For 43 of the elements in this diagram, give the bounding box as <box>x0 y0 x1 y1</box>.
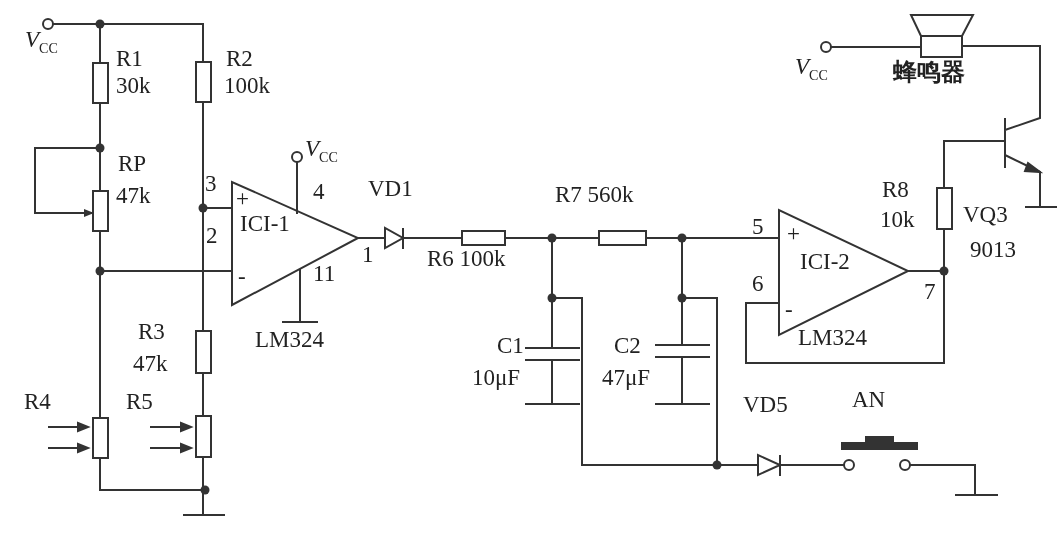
circuit-label: 9013 <box>970 238 1016 261</box>
circuit-label: R8 <box>882 178 909 201</box>
circuit-label: AN <box>852 388 886 411</box>
circuit-label: V$_{CC}$ <box>795 55 828 83</box>
circuit-label: 10k <box>880 208 915 231</box>
circuit-label: 6 <box>752 272 764 295</box>
circuit-label: R4 <box>24 390 51 413</box>
circuit-label: + <box>236 187 249 210</box>
circuit-label: 2 <box>206 224 218 247</box>
circuit-label: 47k <box>116 184 151 207</box>
circuit-label: - <box>238 265 246 288</box>
circuit-label: LM324 <box>255 328 324 351</box>
circuit-label: C2 <box>614 334 641 357</box>
circuit-label: ICI-2 <box>800 250 850 273</box>
circuit-label: 30k <box>116 74 151 97</box>
circuit-label: 1 <box>362 243 374 266</box>
circuit-label: 47μF <box>602 366 651 389</box>
circuit-label: - <box>785 298 793 321</box>
circuit-label: C1 <box>497 334 524 357</box>
circuit-label: VQ3 <box>963 203 1008 226</box>
circuit-label: 10μF <box>472 366 521 389</box>
circuit-label: R6 100k <box>427 247 506 270</box>
circuit-label: 蜂鸣器 <box>893 60 965 84</box>
circuit-label: 11 <box>313 262 336 285</box>
circuit-label: 47k <box>133 352 168 375</box>
circuit-label: R2 <box>226 47 253 70</box>
circuit-label: ICI-1 <box>240 212 290 235</box>
circuit-label: 100k <box>224 74 270 97</box>
circuit-label: VD5 <box>743 393 788 416</box>
circuit-label: V$_{CC}$ <box>25 28 58 56</box>
circuit-label: R7 560k <box>555 183 634 206</box>
circuit-label: 7 <box>924 280 936 303</box>
circuit-label: RP <box>118 152 147 175</box>
circuit-label: R1 <box>116 47 143 70</box>
circuit-label: V$_{CC}$ <box>305 137 338 165</box>
circuit-label: R3 <box>138 320 165 343</box>
circuit-label: 3 <box>205 172 217 195</box>
circuit-label: R5 <box>126 390 153 413</box>
circuit-label: VD1 <box>368 177 413 200</box>
circuit-label: + <box>787 222 800 245</box>
circuit-label: LM324 <box>798 326 867 349</box>
circuit-label: 4 <box>313 180 325 203</box>
circuit-label: 5 <box>752 215 764 238</box>
